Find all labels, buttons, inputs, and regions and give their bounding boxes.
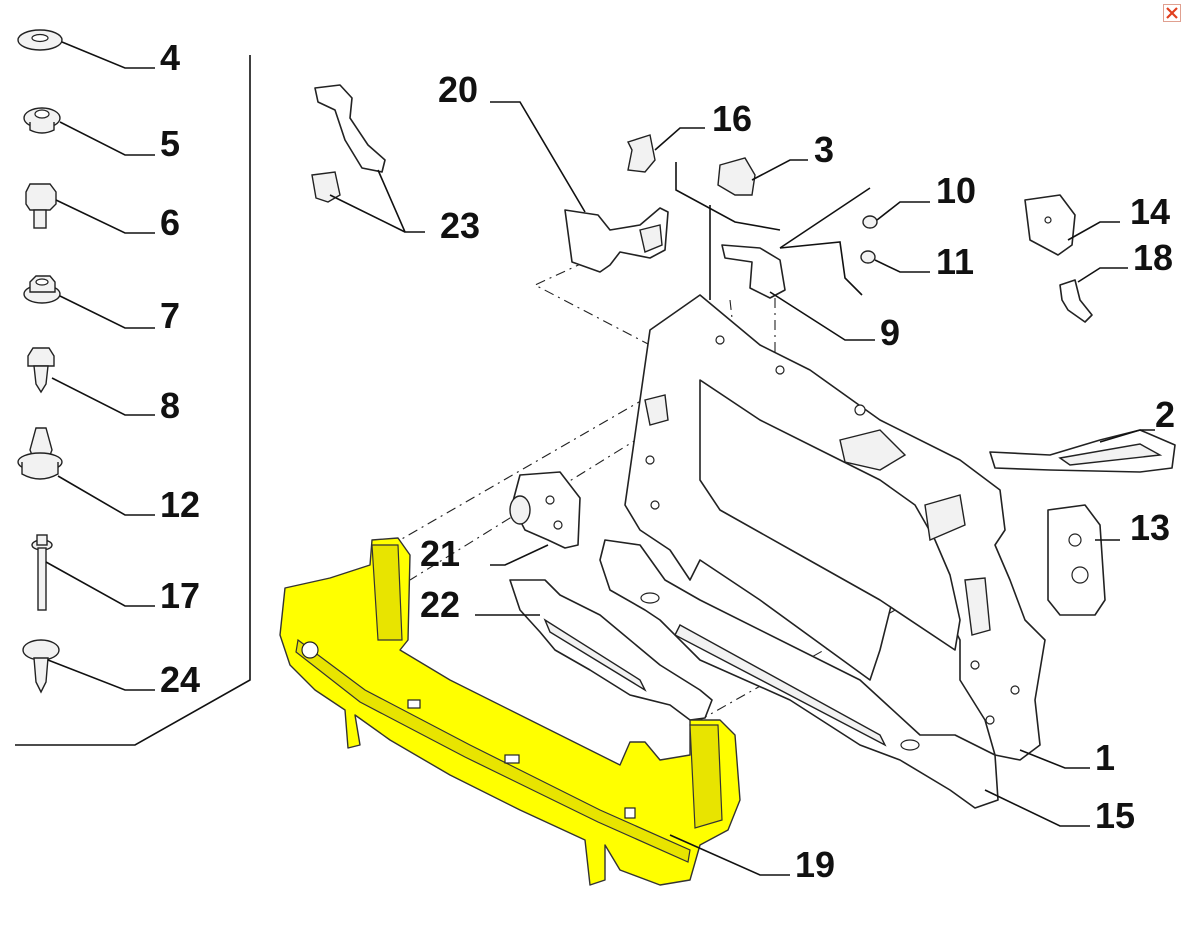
part-2-bracket [989,429,1176,473]
close-button[interactable] [1163,4,1181,22]
callout-3: 3 [814,129,834,170]
callout-4: 4 [160,37,180,78]
callout-2: 2 [1155,394,1175,435]
callout-10: 10 [936,170,976,211]
callout-13: 13 [1130,507,1170,548]
part-13-side-plate [1047,504,1120,616]
part-10-nut [862,201,930,229]
part-3-clip [717,157,808,196]
callout-8: 8 [160,385,180,426]
part-14-bracket [1024,194,1120,256]
part-12-clip [17,427,155,516]
fastener-panel [15,29,251,746]
callout-20: 20 [438,69,478,110]
part-24-screw [22,639,155,694]
part-17-stud [31,534,155,611]
callout-12: 12 [160,484,200,525]
part-7-flange-nut [23,275,155,329]
part-23-strap [311,84,425,233]
part-8-screw [27,347,155,416]
callout-23: 23 [440,205,480,246]
callout-7: 7 [160,295,180,336]
part-9-bracket [721,244,875,341]
callout-19: 19 [795,844,835,885]
part-6-bolt [25,183,155,234]
part-1-front-frame [624,294,1090,769]
callout-22: 22 [420,584,460,625]
part-18-clip-bracket [1059,267,1128,323]
callout-14: 14 [1130,191,1170,232]
callout-6: 6 [160,202,180,243]
callout-labels: 4 5 6 7 8 12 17 24 20 23 16 3 10 11 9 14… [160,37,1175,885]
callout-16: 16 [712,98,752,139]
callout-1: 1 [1095,737,1115,778]
part-22-lower-bracket [475,579,713,721]
part-15-lower-crossmember [599,539,1090,827]
callout-9: 9 [880,312,900,353]
callout-17: 17 [160,575,200,616]
callout-18: 18 [1133,237,1173,278]
callout-24: 24 [160,659,200,700]
part-21-bracket [490,471,581,566]
callout-5: 5 [160,123,180,164]
close-icon [1166,7,1178,19]
callout-15: 15 [1095,795,1135,836]
part-20-bracket [490,101,669,273]
part-16-clip [627,127,705,173]
fastener-leaders-top [675,162,871,300]
part-4-washer [17,29,155,69]
part-5-nut [23,107,155,156]
callout-11: 11 [936,241,974,282]
part-19-bumper-beam-highlighted [279,537,790,886]
part-11-bolt [860,250,930,273]
callout-21: 21 [420,533,460,574]
